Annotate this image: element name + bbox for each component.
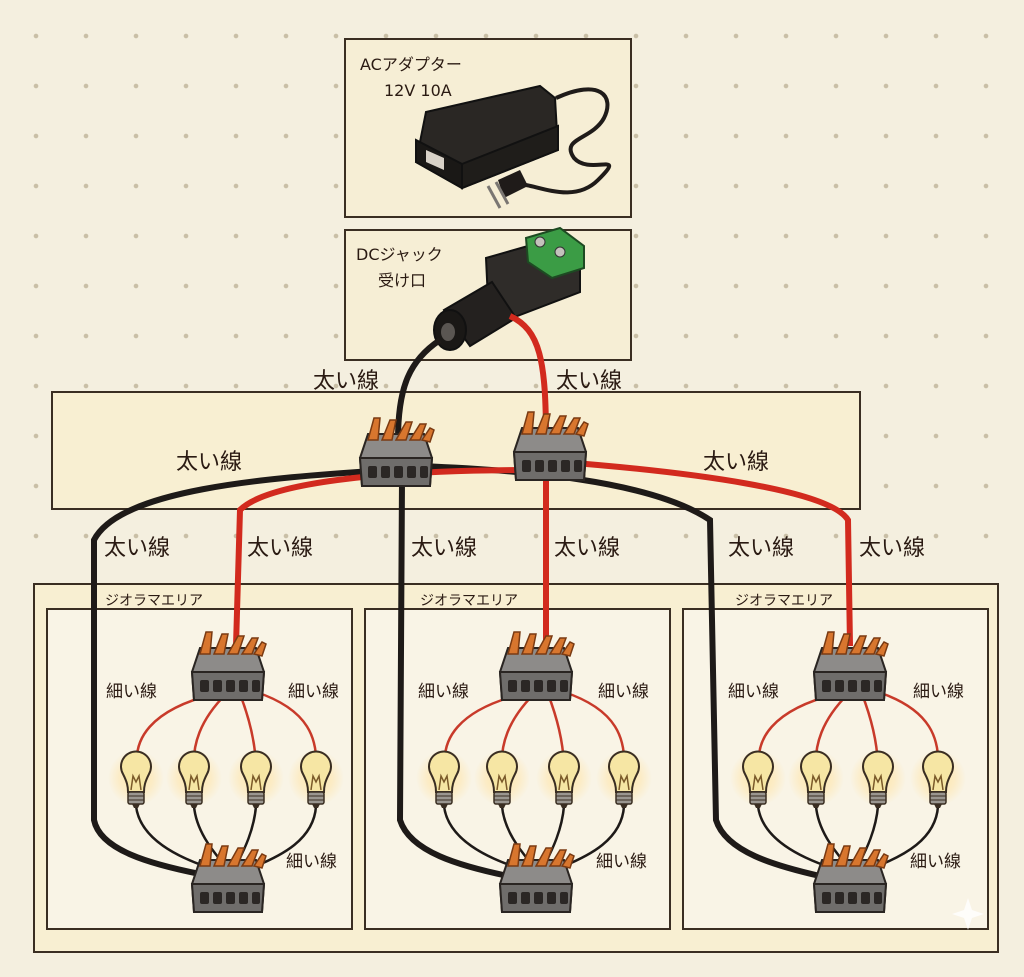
thick-wire-label: 太い線: [176, 450, 242, 475]
thick-wire-label: 太い線: [703, 450, 769, 475]
area-label: ジオラマエリア: [735, 593, 833, 609]
thin-wire-label: 細い線: [596, 852, 647, 872]
ac-adapter-icon: [414, 84, 612, 209]
sparkle-icon: [952, 898, 984, 930]
area-label: ジオラマエリア: [420, 593, 518, 609]
thin-wire-label: 細い線: [418, 682, 469, 702]
area-label: ジオラマエリア: [105, 593, 203, 609]
thick-wire-label: 太い線: [859, 536, 925, 561]
dc-jack-line1: DCジャック: [356, 245, 443, 264]
thick-wire-label: 太い線: [728, 536, 794, 561]
thick-wire-label: 太い線: [313, 369, 379, 394]
ac-adapter-rating: 12V 10A: [384, 81, 452, 100]
thick-wire-label: 太い線: [554, 536, 620, 561]
thick-wire-label: 太い線: [556, 369, 622, 394]
negative-trunk-wire: [395, 337, 442, 441]
thin-wire-label: 細い線: [913, 682, 964, 702]
dc-jack-icon: [433, 226, 585, 351]
thin-wire-label: 細い線: [288, 682, 339, 702]
thick-positive-wires: [233, 459, 853, 647]
thin-wire-label: 細い線: [910, 852, 961, 872]
thick-wire-label: 太い線: [411, 536, 477, 561]
thick-wire-label: 太い線: [247, 536, 313, 561]
dc-jack-line2: 受け口: [378, 271, 426, 290]
ac-adapter-title: ACアダプター: [360, 55, 462, 74]
thick-wire-label: 太い線: [104, 536, 170, 561]
thin-wire-label: 細い線: [728, 682, 779, 702]
thin-wire-label: 細い線: [598, 682, 649, 702]
thin-wire-label: 細い線: [106, 682, 157, 702]
thin-wire-label: 細い線: [286, 852, 337, 872]
